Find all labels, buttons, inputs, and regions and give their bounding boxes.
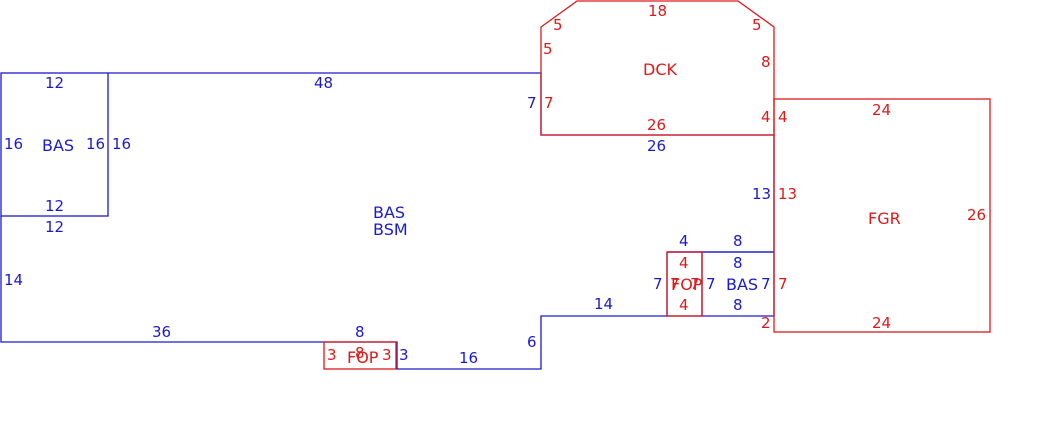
- fop-top-area: [666, 251, 703, 317]
- dim-bas-bottom-out: 12: [45, 218, 64, 236]
- dim-main-bottom: 36: [152, 323, 171, 341]
- dim-step-top: 14: [594, 295, 613, 313]
- dim-fgr-bottom: 24: [872, 314, 891, 332]
- dim-fop-b-left: 3: [327, 346, 337, 364]
- area-label-bas-right: BAS: [726, 275, 758, 294]
- dim-dck-right: 8: [761, 53, 771, 71]
- dim-dck-top: 18: [648, 2, 667, 20]
- dim-dck-bottom-out: 26: [647, 137, 666, 155]
- fgr-area: [773, 98, 991, 333]
- dim-fgr-top: 24: [872, 101, 891, 119]
- area-label-bas-small: BAS: [42, 136, 74, 155]
- dim-bas-left: 16: [4, 135, 23, 153]
- dim-basr-top-in: 8: [733, 254, 743, 272]
- dim-fgr-right: 26: [967, 206, 986, 224]
- dim-fgr-bottom-left: 2: [761, 314, 771, 332]
- dim-fop-t-right-out: 7: [706, 275, 716, 293]
- area-label-fgr: FGR: [868, 209, 901, 228]
- bas-small-area: [0, 72, 109, 217]
- dim-dck-br-in: 4: [761, 108, 771, 126]
- dim-basr-right-red: 7: [778, 275, 788, 293]
- area-label-dck: DCK: [643, 60, 677, 79]
- dim-bas-top: 12: [45, 74, 64, 92]
- dim-bas-right-in: 16: [86, 135, 105, 153]
- dim-fop-b-top-in: 8: [355, 344, 365, 362]
- dim-dck-left-red: 7: [544, 94, 554, 112]
- dim-fop-b-right-out: 3: [399, 346, 409, 364]
- dim-fop-t-top-out: 4: [679, 232, 689, 250]
- dim-basr-top-out: 8: [733, 232, 743, 250]
- dim-dck-top-right: 5: [752, 16, 762, 34]
- area-label-bas-main: BAS: [373, 203, 405, 222]
- dim-fop-t-bottom: 4: [679, 296, 689, 314]
- dim-main-top: 48: [314, 74, 333, 92]
- area-label-fop-top: FOP: [671, 275, 703, 294]
- dim-dck-br-out: 4: [778, 108, 788, 126]
- dck-area: [540, 0, 775, 136]
- area-label-fop-bottom: FOP: [347, 348, 379, 367]
- dim-basr-bottom: 8: [733, 296, 743, 314]
- dim-step-bottom: 16: [459, 349, 478, 367]
- dim-dck-left-blue: 7: [527, 94, 537, 112]
- dim-fgr-left-red: 13: [778, 185, 797, 203]
- dim-basr-right-blue: 7: [761, 275, 771, 293]
- dim-step-left: 6: [527, 333, 537, 351]
- area-label-bsm-main: BSM: [373, 220, 408, 239]
- dim-fgr-left-blue: 13: [752, 185, 771, 203]
- dim-fop-b-right-in: 3: [382, 346, 392, 364]
- dim-dck-top-left: 5: [553, 16, 563, 34]
- dim-fop-t-top-in: 4: [679, 254, 689, 272]
- dim-fop-b-top-out: 8: [355, 323, 365, 341]
- dim-dck-left-upper: 5: [543, 40, 553, 58]
- dim-dck-bottom-in: 26: [647, 116, 666, 134]
- dim-fop-t-left-in: 7: [670, 275, 680, 293]
- dim-main-left: 14: [4, 271, 23, 289]
- dim-bas-bottom-in: 12: [45, 197, 64, 215]
- fop-bottom-area: [323, 341, 397, 370]
- dim-bas-right-out: 16: [112, 135, 131, 153]
- dim-fop-t-right-in: 7: [690, 275, 700, 293]
- dim-fop-t-left-out: 7: [653, 275, 663, 293]
